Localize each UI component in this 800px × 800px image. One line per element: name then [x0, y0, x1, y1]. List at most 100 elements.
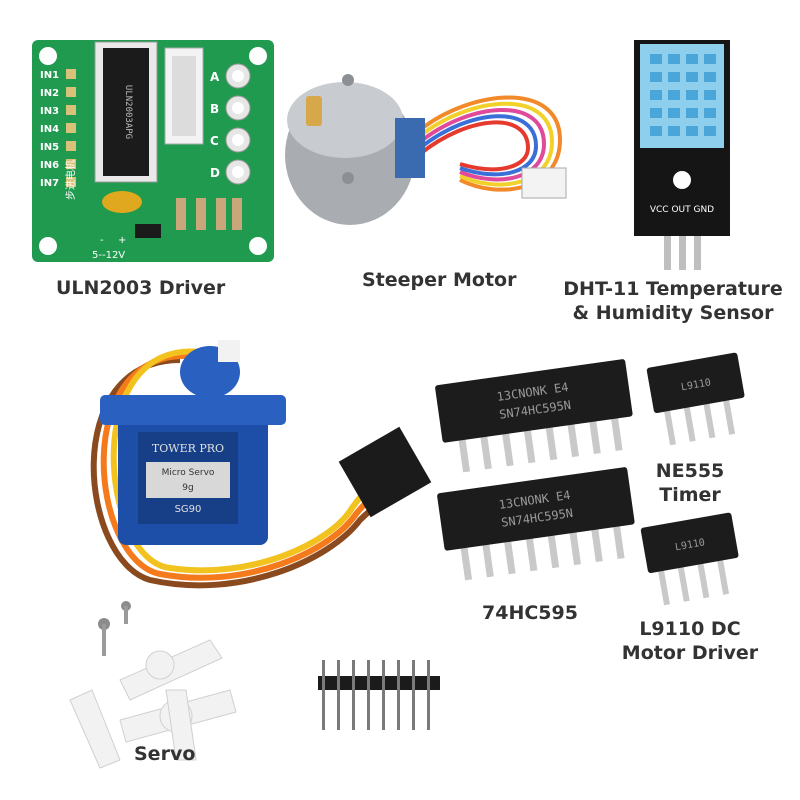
dht11-vent	[686, 108, 698, 118]
dht11-vent	[686, 126, 698, 136]
servo-horn	[69, 689, 121, 769]
header-pin	[427, 660, 430, 730]
dht11-vent	[686, 54, 698, 64]
chip-leg	[657, 566, 670, 606]
header-pin	[382, 660, 385, 730]
input-pin-label: IN4	[40, 124, 59, 135]
chip-leg	[610, 412, 623, 451]
dht11-vent	[686, 90, 698, 100]
led-lens	[232, 166, 244, 178]
screw-icon	[121, 601, 131, 624]
chip-leg	[481, 538, 494, 578]
caption-stepper-motor: Steeper Motor	[362, 269, 517, 291]
polarity-plus: +	[118, 235, 126, 246]
resistor	[216, 198, 226, 230]
motor-wire	[418, 101, 555, 187]
chip-leg	[590, 523, 603, 563]
dht11-vent	[650, 72, 662, 82]
header-pin	[337, 660, 340, 730]
screw-icon	[98, 618, 110, 656]
dht11-pin-labels: VCC OUT GND	[650, 205, 714, 215]
chip-body	[437, 467, 635, 551]
servo-model-num: 9g	[182, 483, 193, 493]
header-pin	[322, 660, 325, 730]
caption-uln2003: ULN2003 Driver	[56, 277, 226, 299]
motor-connector-slot	[172, 56, 196, 136]
dht11-vent	[668, 54, 680, 64]
mount-ear	[342, 172, 354, 184]
dht11-vent	[704, 54, 716, 64]
dht11-pin	[694, 236, 701, 270]
power-jumper	[135, 224, 161, 238]
servo-horn-hub	[145, 650, 175, 680]
dht11-vent	[650, 54, 662, 64]
dht11-pin	[679, 236, 686, 270]
led-lens	[232, 134, 244, 146]
chip-leg	[503, 535, 516, 575]
caption-74hc595: 74HC595	[482, 602, 578, 624]
servo-motor: TOWER PRO Micro Servo 9g SG90	[90, 340, 432, 589]
dht11-vent	[668, 72, 680, 82]
servo-sticker	[146, 462, 230, 498]
led-lens	[232, 70, 244, 82]
header-pin	[367, 660, 370, 730]
chip-leg	[702, 399, 716, 439]
chip-leg	[546, 529, 560, 569]
header-pin	[66, 141, 76, 151]
header-pin	[66, 105, 76, 115]
chip-leg	[716, 556, 730, 595]
chip-leg	[663, 406, 676, 446]
chip-body	[646, 352, 745, 414]
stepper-motor	[285, 74, 567, 225]
chip-marking: L9110	[674, 537, 706, 553]
caption-ne555-line2: Timer	[659, 484, 721, 506]
chip-leg	[479, 430, 492, 470]
led-label: A	[210, 70, 220, 84]
dht11-vent	[668, 108, 680, 118]
dht11-vent	[650, 108, 662, 118]
caption-ne555-line1: NE555	[655, 460, 725, 482]
header-pin	[352, 660, 355, 730]
chip-leg	[501, 427, 514, 467]
servo-connector	[338, 426, 432, 518]
mounting-hole	[39, 47, 57, 65]
caption-l9110-line1: L9110 DC	[639, 618, 741, 640]
dht11-vent	[650, 90, 662, 100]
input-pin-label: IN7	[40, 178, 59, 189]
dht11-vent	[650, 126, 662, 136]
uln2003-chip	[103, 48, 149, 176]
header-pin	[66, 87, 76, 97]
servo-mount-tabs	[100, 395, 286, 425]
pin-header	[318, 660, 440, 730]
ne555-chip: L9110	[646, 352, 745, 446]
caption-l9110: L9110 DC Motor Driver	[600, 617, 780, 665]
chip-leg	[612, 520, 625, 559]
caption-dht11-line1: DHT-11 Temperature	[563, 278, 783, 300]
chip-leg	[525, 532, 538, 572]
chip-leg	[459, 541, 473, 581]
led-label: D	[210, 166, 220, 180]
dht11-sensor: VCC OUT GND	[634, 40, 730, 270]
header-pin	[412, 660, 415, 730]
chip-leg	[457, 433, 471, 473]
resistor	[232, 198, 242, 230]
caption-l9110-line2: Motor Driver	[621, 642, 759, 664]
mounting-hole	[249, 237, 267, 255]
input-pin-label: IN2	[40, 88, 59, 99]
mount-ear	[342, 74, 354, 86]
motor-wire	[418, 108, 547, 182]
dht11-vent	[668, 126, 680, 136]
input-pin-label: IN3	[40, 106, 59, 117]
servo-horn	[165, 689, 197, 761]
chip-marking: L9110	[680, 377, 712, 393]
header-pin	[66, 159, 76, 169]
servo-model-line: Micro Servo	[162, 468, 215, 478]
caption-servo: Servo	[134, 743, 196, 765]
pin-header-base	[318, 676, 440, 690]
chip-leg	[683, 403, 696, 442]
header-pin	[397, 660, 400, 730]
dht11-vent	[704, 90, 716, 100]
led-lens	[232, 102, 244, 114]
